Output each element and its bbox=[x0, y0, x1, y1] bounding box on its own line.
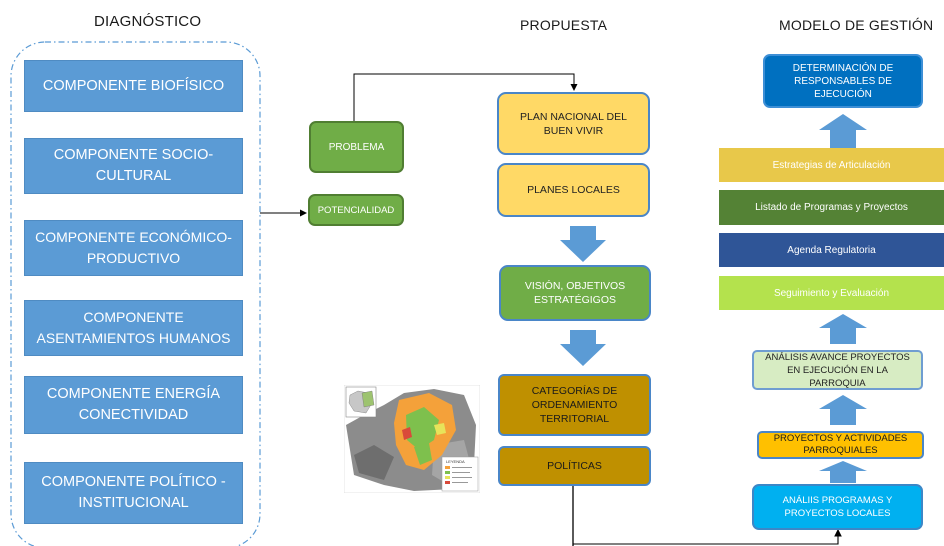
header-propuesta: PROPUESTA bbox=[520, 17, 608, 33]
determinacion-responsables-box: DETERMINACIÓN DE RESPONSABLES DE EJECUCI… bbox=[763, 54, 923, 108]
analisis-programas-box: ANÁLIIS PROGRAMAS Y PROYECTOS LOCALES bbox=[752, 484, 923, 530]
potencialidad-box: POTENCIALIDAD bbox=[308, 194, 404, 226]
map-legend-title: LEYENDA bbox=[446, 459, 465, 464]
arrow-up-icon bbox=[819, 461, 867, 483]
seguimiento-evaluacion-box: Seguimiento y Evaluación bbox=[719, 276, 944, 310]
componente-biofisico: COMPONENTE BIOFÍSICO bbox=[24, 60, 243, 112]
problema-box: PROBLEMA bbox=[309, 121, 404, 173]
componente-energia-conectividad: COMPONENTE ENERGÍA CONECTIVIDAD bbox=[24, 376, 243, 434]
agenda-regulatoria-box: Agenda Regulatoria bbox=[719, 233, 944, 267]
estrategias-articulacion-box: Estrategias de Articulación bbox=[719, 148, 944, 182]
header-diagnostico: DIAGNÓSTICO bbox=[94, 13, 202, 30]
bottom-connector-line bbox=[573, 528, 842, 545]
componente-socio-cultural: COMPONENTE SOCIO-CULTURAL bbox=[24, 138, 243, 194]
categorias-box: CATEGORÍAS DE ORDENAMIENTO TERRITORIAL bbox=[498, 374, 651, 436]
planes-locales-box: PLANES LOCALES bbox=[497, 163, 650, 217]
header-modelo-gestion: MODELO DE GESTIÓN bbox=[779, 17, 934, 33]
componente-economico-productivo: COMPONENTE ECONÓMICO-PRODUCTIVO bbox=[24, 220, 243, 276]
arrow-up-icon bbox=[819, 314, 867, 344]
arrow-down-icon bbox=[560, 330, 606, 366]
componente-asentamientos-humanos: COMPONENTE ASENTAMIENTOS HUMANOS bbox=[24, 300, 243, 356]
componente-politico-institucional: COMPONENTE POLÍTICO - INSTITUCIONAL bbox=[24, 462, 243, 524]
arrow-up-icon bbox=[819, 114, 867, 148]
plan-nacional-box: PLAN NACIONAL DEL BUEN VIVIR bbox=[497, 92, 650, 155]
arrow-up-icon bbox=[819, 395, 867, 425]
politicas-box: POLÍTICAS bbox=[498, 446, 651, 486]
vision-objetivos-box: VISIÓN, OBJETIVOS ESTRATÉGIGOS bbox=[499, 265, 651, 321]
territorial-map-image: LEYENDA bbox=[344, 385, 480, 493]
analisis-avance-box: ANÁLISIS AVANCE PROYECTOS EN EJECUCIÓN E… bbox=[752, 350, 923, 390]
arrow-down-icon bbox=[560, 226, 606, 262]
proyectos-actividades-box: PROYECTOS Y ACTIVIDADES PARROQUIALES bbox=[757, 431, 924, 459]
listado-programas-box: Listado de Programas y Proyectos bbox=[719, 190, 944, 225]
